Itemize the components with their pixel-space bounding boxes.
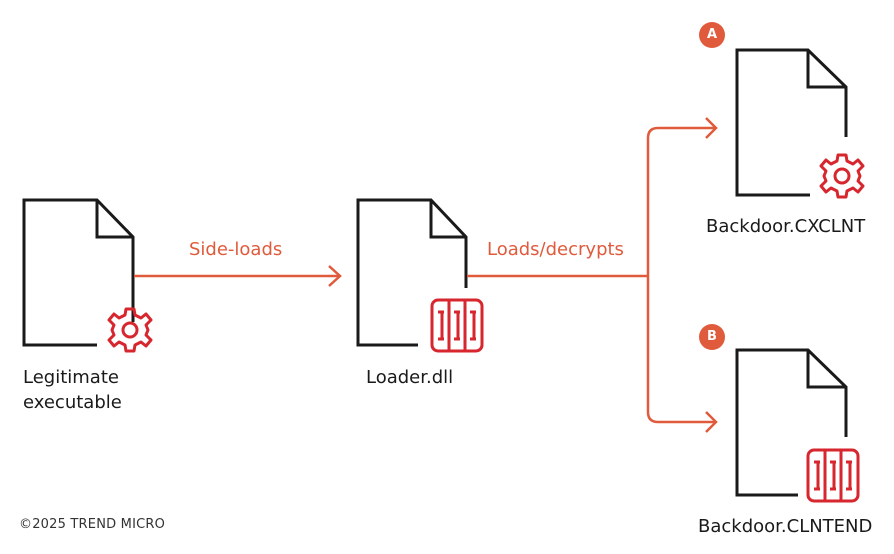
node-label-clntend: Backdoor.CLNTEND xyxy=(698,516,873,537)
document-outline xyxy=(356,198,468,347)
document-legit-executable xyxy=(22,198,135,347)
badge-b: B xyxy=(699,324,725,350)
document-backdoor-cxclnt xyxy=(735,48,848,197)
arrow-branch-b xyxy=(646,276,716,424)
document-outline xyxy=(735,48,848,197)
arrowhead-b xyxy=(705,411,718,433)
edge-label-side-loads: Side-loads xyxy=(189,239,283,260)
edge-side-loads xyxy=(134,265,342,287)
document-loader-dll xyxy=(356,198,468,347)
node-label-legit-line2: executable xyxy=(23,392,122,413)
arrow-branch-a xyxy=(646,126,716,276)
badge-a: A xyxy=(699,22,725,48)
copyright-footer: ©2025 TREND MICRO xyxy=(19,517,166,532)
gear-icon xyxy=(107,307,153,353)
document-backdoor-clntend xyxy=(735,348,848,497)
dll-icon xyxy=(430,298,484,353)
node-label-loader: Loader.dll xyxy=(366,367,454,388)
node-label-cxclnt: Backdoor.CXCLNT xyxy=(706,216,866,237)
node-label-legit-line1: Legitimate xyxy=(23,367,119,388)
document-fold xyxy=(806,50,846,89)
document-outline xyxy=(735,348,848,497)
arrowhead xyxy=(328,265,342,287)
document-fold xyxy=(95,200,133,239)
document-outline xyxy=(22,198,135,347)
arrowhead-a xyxy=(705,117,718,139)
edge-loads-decrypts xyxy=(467,117,718,433)
gear-icon xyxy=(819,153,865,199)
document-fold xyxy=(429,200,466,239)
document-fold xyxy=(806,350,846,389)
edge-label-loads-decrypts: Loads/decrypts xyxy=(487,239,624,260)
dll-icon xyxy=(806,448,860,503)
